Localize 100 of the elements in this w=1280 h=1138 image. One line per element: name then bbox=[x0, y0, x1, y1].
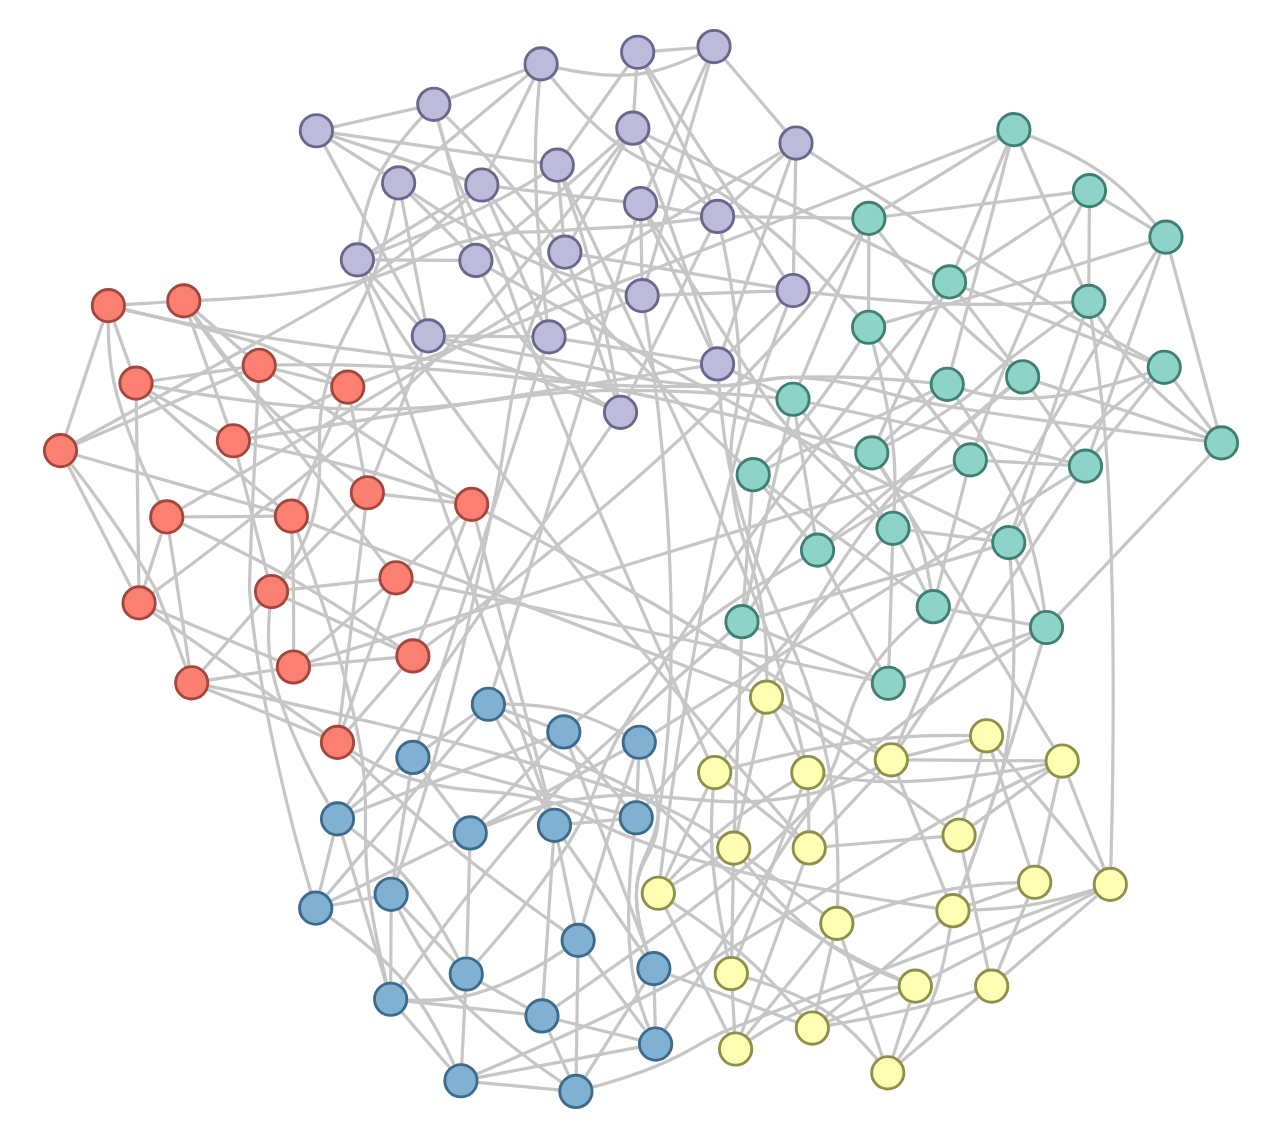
connector bbox=[898, 479, 1077, 747]
connector bbox=[503, 702, 625, 736]
node-circle bbox=[442, 1063, 478, 1099]
node-circle bbox=[968, 718, 1004, 754]
connector bbox=[486, 78, 535, 171]
connector bbox=[734, 712, 764, 832]
connector bbox=[146, 393, 278, 507]
connector bbox=[662, 616, 920, 1031]
connector bbox=[553, 634, 1033, 1009]
connector bbox=[764, 483, 920, 598]
connector bbox=[771, 385, 1010, 683]
connector bbox=[330, 895, 375, 907]
connector bbox=[967, 886, 1019, 907]
connector bbox=[722, 58, 785, 131]
connector bbox=[727, 300, 782, 353]
connector bbox=[651, 986, 656, 1028]
node-circle bbox=[789, 754, 825, 791]
connector bbox=[410, 579, 872, 682]
connector bbox=[348, 766, 400, 810]
connector bbox=[394, 266, 558, 879]
connector bbox=[246, 392, 333, 436]
connector bbox=[670, 901, 803, 1017]
connector bbox=[902, 631, 1030, 680]
connector bbox=[572, 744, 626, 806]
connector bbox=[564, 338, 701, 363]
connector bbox=[497, 185, 623, 204]
connector bbox=[756, 626, 873, 679]
connector bbox=[557, 1018, 640, 1042]
connector bbox=[989, 750, 1030, 867]
connector bbox=[382, 492, 454, 505]
connector bbox=[645, 218, 711, 350]
connector bbox=[746, 857, 824, 915]
node-circle bbox=[1091, 866, 1127, 902]
connector bbox=[644, 62, 710, 280]
connector bbox=[249, 442, 456, 501]
connector bbox=[424, 231, 861, 648]
node-circle bbox=[951, 442, 987, 478]
connector bbox=[743, 414, 790, 607]
connector bbox=[883, 240, 1150, 325]
node-circle bbox=[774, 381, 810, 417]
connector bbox=[494, 718, 547, 812]
connector bbox=[957, 294, 1013, 365]
connector bbox=[372, 173, 543, 256]
connector bbox=[826, 990, 900, 1023]
connector bbox=[459, 990, 467, 1065]
connector bbox=[328, 916, 455, 1066]
connector bbox=[949, 145, 1011, 368]
node-circle bbox=[798, 532, 835, 568]
connector bbox=[199, 217, 701, 302]
connector bbox=[435, 120, 473, 245]
connector bbox=[331, 106, 417, 129]
connector bbox=[986, 459, 1069, 467]
connector bbox=[435, 120, 709, 759]
connector bbox=[560, 180, 619, 397]
connector bbox=[895, 926, 951, 1060]
connector bbox=[878, 465, 932, 591]
node-circle bbox=[559, 922, 595, 958]
node-circle bbox=[990, 525, 1026, 561]
connector bbox=[179, 150, 781, 511]
connector bbox=[166, 533, 190, 667]
connector bbox=[308, 463, 954, 664]
connector bbox=[151, 384, 776, 411]
connector bbox=[546, 1030, 570, 1077]
connector bbox=[482, 748, 625, 827]
connector bbox=[281, 503, 356, 581]
connector bbox=[444, 337, 1205, 443]
node-circle bbox=[272, 498, 308, 534]
connector bbox=[371, 350, 423, 477]
connector bbox=[644, 65, 785, 278]
node-circle bbox=[637, 1026, 673, 1062]
connector bbox=[207, 667, 277, 682]
connector bbox=[960, 851, 989, 971]
connector bbox=[633, 311, 672, 954]
node-circle bbox=[297, 890, 333, 926]
connector bbox=[562, 301, 626, 332]
connector bbox=[360, 275, 550, 811]
node-circle bbox=[695, 28, 731, 65]
node-circle bbox=[614, 110, 650, 146]
connector bbox=[823, 920, 940, 1019]
connector bbox=[772, 710, 801, 759]
connector bbox=[356, 115, 423, 244]
connector bbox=[151, 611, 324, 734]
node-circle bbox=[619, 34, 655, 70]
connector bbox=[793, 415, 816, 535]
connector bbox=[149, 390, 219, 434]
connector bbox=[813, 939, 834, 1013]
connector bbox=[150, 141, 623, 595]
connector bbox=[405, 515, 460, 568]
connector bbox=[369, 192, 468, 253]
connector bbox=[1002, 894, 1097, 977]
node-circle bbox=[394, 638, 430, 674]
connector bbox=[851, 880, 1018, 919]
node-circle bbox=[869, 665, 905, 701]
connector bbox=[483, 766, 877, 828]
node-circle bbox=[930, 264, 967, 300]
connector bbox=[562, 179, 805, 757]
connector bbox=[285, 597, 398, 651]
connector bbox=[646, 134, 934, 276]
connector bbox=[186, 316, 229, 426]
connector bbox=[797, 233, 863, 385]
